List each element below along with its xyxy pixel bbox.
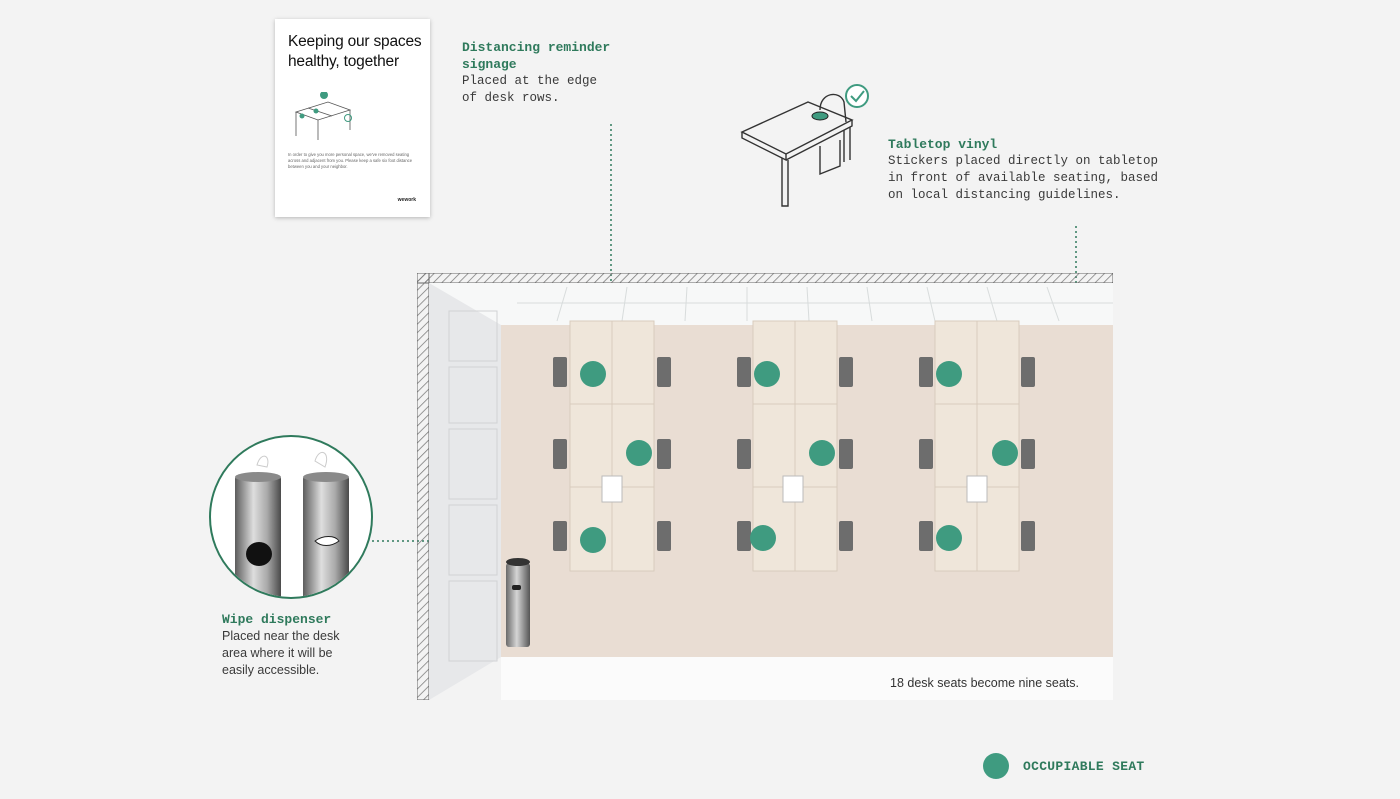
distancing-poster: Keeping our spaces healthy, together In … [275, 19, 430, 217]
vinyl-title: Tabletop vinyl [888, 137, 998, 152]
poster-body-text: In order to give you more personal space… [288, 152, 413, 169]
legend-label: OCCUPIABLE SEAT [1023, 759, 1145, 774]
dispenser-title: Wipe dispenser [222, 612, 332, 627]
vinyl-description: Stickers placed directly on tabletop in … [888, 154, 1159, 202]
poster-desk-illustration [294, 92, 352, 140]
legend-seat-marker [983, 753, 1009, 779]
checkmark-icon [845, 84, 869, 108]
poster-logo: wework [397, 197, 416, 203]
wipe-dispenser-closeup [209, 435, 373, 599]
signage-description: Placed at the edge of desk rows. [462, 74, 598, 105]
office-floor-plan [417, 273, 1113, 700]
room-wipe-dispenser [506, 563, 530, 647]
tabletop-desk-sketch [740, 84, 869, 207]
dispenser-description: Placed near the desk area where it will … [222, 629, 340, 677]
floorplan-caption: 18 desk seats become nine seats. [890, 676, 1080, 690]
signage-title: Distancing reminder signage [462, 40, 611, 72]
poster-title: Keeping our spaces healthy, together [288, 33, 422, 70]
